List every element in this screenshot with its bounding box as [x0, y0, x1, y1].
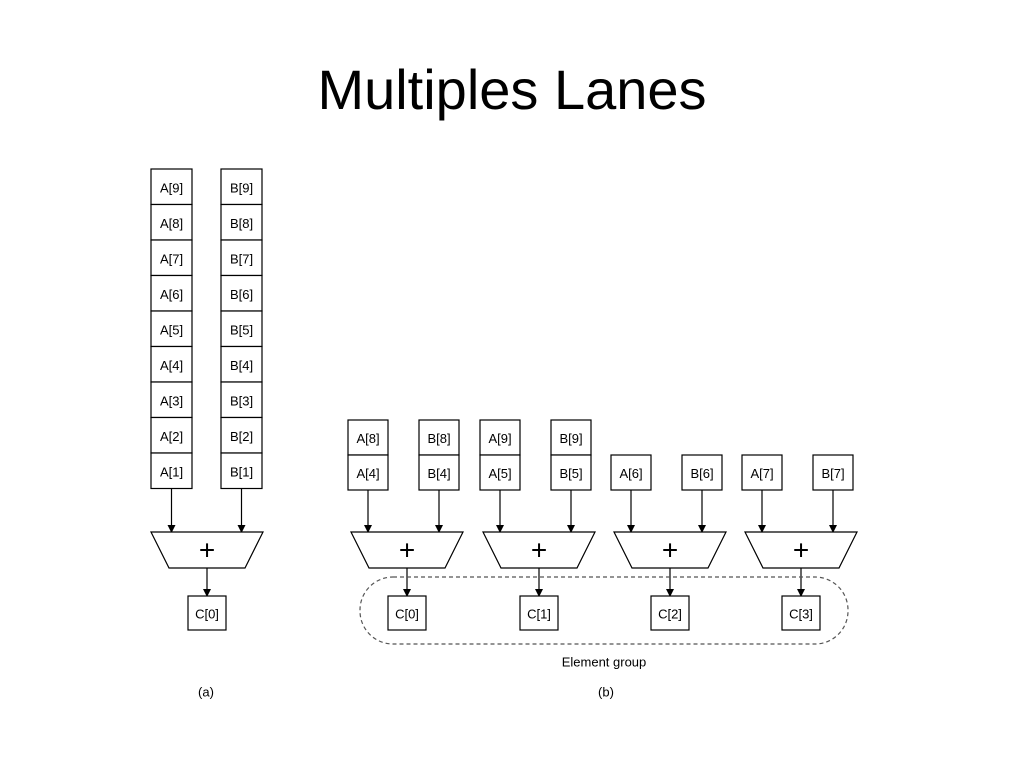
- part-a-adder-shape: [150, 531, 264, 569]
- part-a-output-label: C[0]: [195, 607, 219, 622]
- part-a-b-cell-2-box: [220, 239, 263, 277]
- lane-2-b-cell-0-label: B[6]: [690, 466, 713, 481]
- part-a-b-cell-4-label: B[5]: [230, 322, 253, 337]
- lane-1-output-label: C[1]: [527, 607, 551, 622]
- lane-1-output-box: [519, 595, 559, 631]
- lane-2-output-box: [650, 595, 690, 631]
- part-a-a-cell-7-label: A[2]: [160, 429, 183, 444]
- part-a-a-cell-1-box: [150, 203, 193, 241]
- lane-2-adder-plus-sign: +: [662, 535, 678, 566]
- lane-1-b-cell-1-box: [550, 454, 592, 491]
- part-a-a-cell-3-label: A[6]: [160, 287, 183, 302]
- part-a-b-cell-2-label: B[7]: [230, 251, 253, 266]
- lane-2-b-cell-0-box: [681, 454, 723, 491]
- lane-0-output-label: C[0]: [395, 607, 419, 622]
- part-a-b-cell-6-box: [220, 381, 263, 419]
- lane-3-b-cell-0-label: B[7]: [821, 466, 844, 481]
- lane-0-adder-shape: [350, 531, 464, 569]
- lane-2-output-label: C[2]: [658, 607, 682, 622]
- lane-2-a-cell-0-box: [610, 454, 652, 491]
- part-a-b-cell-8-box: [220, 452, 263, 490]
- part-a-a-cell-2-label: A[7]: [160, 251, 183, 266]
- part-a-b-cell-7-label: B[2]: [230, 429, 253, 444]
- part-a-output-box: [187, 595, 227, 631]
- part-a-b-cell-0-label: B[9]: [230, 180, 253, 195]
- part-a-b-cell-8-label: B[1]: [230, 464, 253, 479]
- lane-3-output-label: C[3]: [789, 607, 813, 622]
- part-a-b-cell-0-box: [220, 168, 263, 206]
- element-group-label: Element group: [562, 655, 647, 670]
- part-a-a-cell-1-label: A[8]: [160, 216, 183, 231]
- lane-1-a-cell-0-label: A[9]: [488, 431, 511, 446]
- lane-0-a-cell-0-label: A[8]: [356, 431, 379, 446]
- part-a-b-cell-7-box: [220, 416, 263, 454]
- lane-0-b-cell-0-box: [418, 419, 460, 456]
- part-a-a-cell-0-box: [150, 168, 193, 206]
- lane-0-a-cell-0-box: [347, 419, 389, 456]
- lane-0-b-cell-0-label: B[8]: [427, 431, 450, 446]
- part-a-a-cell-6-label: A[3]: [160, 393, 183, 408]
- element-group-outline: [359, 576, 849, 645]
- part-a-a-cell-2-box: [150, 239, 193, 277]
- lane-1-adder-plus-sign: +: [531, 535, 547, 566]
- part-a-a-cell-0-label: A[9]: [160, 180, 183, 195]
- lane-2-adder-shape: [613, 531, 727, 569]
- lane-1-b-cell-1-label: B[5]: [559, 466, 582, 481]
- lane-0-b-cell-1-label: B[4]: [427, 466, 450, 481]
- part-a-b-cell-3-box: [220, 274, 263, 312]
- lane-0-adder-plus-sign: +: [399, 535, 415, 566]
- lane-1-b-cell-0-box: [550, 419, 592, 456]
- part-a-a-cell-4-label: A[5]: [160, 322, 183, 337]
- lane-3-adder-shape: [744, 531, 858, 569]
- part-a-a-cell-8-box: [150, 452, 193, 490]
- part-a-b-cell-5-label: B[4]: [230, 358, 253, 373]
- part-a-b-cell-4-box: [220, 310, 263, 348]
- part-a-a-cell-7-box: [150, 416, 193, 454]
- part-a-b-cell-1-label: B[8]: [230, 216, 253, 231]
- part-a-b-cell-5-box: [220, 345, 263, 383]
- part-a-caption: (a): [198, 685, 214, 700]
- lane-2-a-cell-0-label: A[6]: [619, 466, 642, 481]
- part-a-b-cell-3-label: B[6]: [230, 287, 253, 302]
- lane-3-adder-plus-sign: +: [793, 535, 809, 566]
- part-a-a-cell-8-label: A[1]: [160, 464, 183, 479]
- lane-1-b-cell-0-label: B[9]: [559, 431, 582, 446]
- part-a-a-cell-5-label: A[4]: [160, 358, 183, 373]
- lane-1-a-cell-1-label: A[5]: [488, 466, 511, 481]
- part-a-a-cell-6-box: [150, 381, 193, 419]
- lane-3-output-box: [781, 595, 821, 631]
- slide-title: Multiples Lanes: [317, 58, 707, 121]
- lane-0-a-cell-1-label: A[4]: [356, 466, 379, 481]
- lane-1-adder-shape: [482, 531, 596, 569]
- part-a-adder-plus-sign: +: [199, 535, 215, 566]
- lane-0-a-cell-1-box: [347, 454, 389, 491]
- lane-0-output-box: [387, 595, 427, 631]
- part-b-caption: (b): [598, 685, 614, 700]
- part-a-b-cell-6-label: B[3]: [230, 393, 253, 408]
- lane-3-a-cell-0-label: A[7]: [750, 466, 773, 481]
